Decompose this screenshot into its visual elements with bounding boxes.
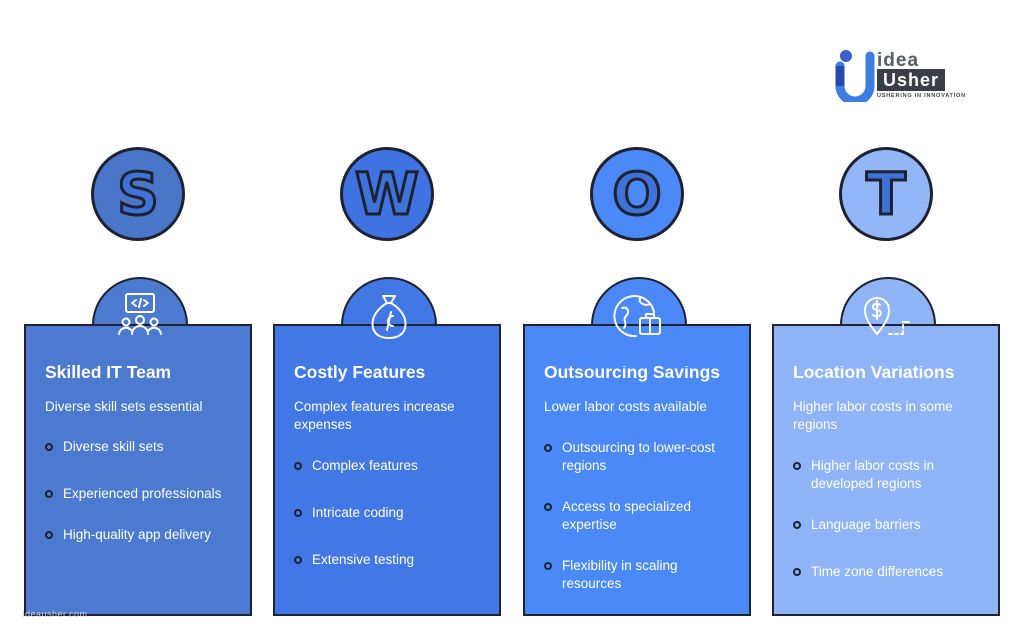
list-item: Flexibility in scaling resources (544, 557, 722, 593)
card-tab-join (835, 326, 941, 366)
swot-circle-t: T (839, 147, 933, 241)
list-item: Higher labor costs in developed regions (793, 457, 973, 493)
ideausher-logo: idea Usher USHERING IN INNOVATION (833, 48, 973, 104)
card-title: Skilled IT Team (45, 362, 172, 382)
logo-tagline: USHERING IN INNOVATION (877, 93, 966, 99)
list-item: Access to specialized expertise (544, 498, 722, 534)
card-strengths: Skilled IT Team Diverse skill sets essen… (24, 324, 252, 616)
developer-team-icon (112, 290, 168, 342)
list-item: Extensive testing (294, 551, 494, 569)
card-subtitle: Lower labor costs available (544, 399, 707, 414)
list-item: Time zone differences (793, 563, 973, 581)
bullet-dot (45, 443, 53, 451)
bullet-list: Diverse skill sets Experienced professio… (45, 438, 245, 544)
swot-letter-o: O (611, 160, 663, 228)
bullet-dot (294, 556, 302, 564)
bullet-dot (793, 521, 801, 529)
bullet-dot (544, 562, 552, 570)
list-item: Diverse skill sets (45, 438, 245, 456)
list-item: Complex features (294, 457, 494, 475)
card-title: Location Variations (793, 362, 955, 382)
bullet-list: Higher labor costs in developed regions … (793, 457, 973, 581)
card-subtitle: Higher labor costs in some regions (793, 399, 953, 432)
swot-circle-s: S (91, 147, 185, 241)
card-title: Costly Features (294, 362, 426, 382)
card-opportunities: Outsourcing Savings Lower labor costs av… (523, 324, 751, 616)
location-pin-dollar-icon (859, 290, 915, 342)
logo-word-usher: Usher (877, 69, 946, 91)
list-item: Language barriers (793, 516, 973, 534)
bullet-dot (45, 490, 53, 498)
swot-circle-w: W (340, 147, 434, 241)
list-item: High-quality app delivery (45, 526, 245, 544)
card-title: Outsourcing Savings (544, 362, 720, 382)
money-bag-icon (361, 290, 417, 342)
list-item: Intricate coding (294, 504, 494, 522)
swot-letter-w: W (354, 160, 421, 228)
list-item: Experienced professionals (45, 485, 245, 503)
ideausher-logo-mark-icon (835, 50, 875, 102)
logo-word-idea: idea (877, 50, 920, 71)
bullet-dot (793, 568, 801, 576)
card-tab-join (87, 326, 193, 366)
card-weaknesses: Costly Features Complex features increas… (273, 324, 501, 616)
swot-circle-o: O (590, 147, 684, 241)
bullet-dot (793, 462, 801, 470)
card-threats: Location Variations Higher labor costs i… (772, 324, 1000, 616)
swot-letter-t: T (865, 160, 908, 228)
card-subtitle: Complex features increase expenses (294, 399, 455, 432)
card-tab-join (336, 326, 442, 366)
bullet-list: Outsourcing to lower-cost regions Access… (544, 439, 722, 593)
card-subtitle: Diverse skill sets essential (45, 399, 203, 414)
list-item: Outsourcing to lower-cost regions (544, 439, 722, 475)
bullet-dot (544, 444, 552, 452)
watermark: Ideausher.com (22, 609, 88, 619)
card-tab-join (586, 326, 692, 366)
globe-briefcase-icon (610, 290, 666, 342)
bullet-list: Complex features Intricate coding Extens… (294, 457, 494, 569)
bullet-dot (294, 462, 302, 470)
swot-letter-s: S (116, 160, 161, 228)
bullet-dot (294, 509, 302, 517)
bullet-dot (45, 531, 53, 539)
bullet-dot (544, 503, 552, 511)
